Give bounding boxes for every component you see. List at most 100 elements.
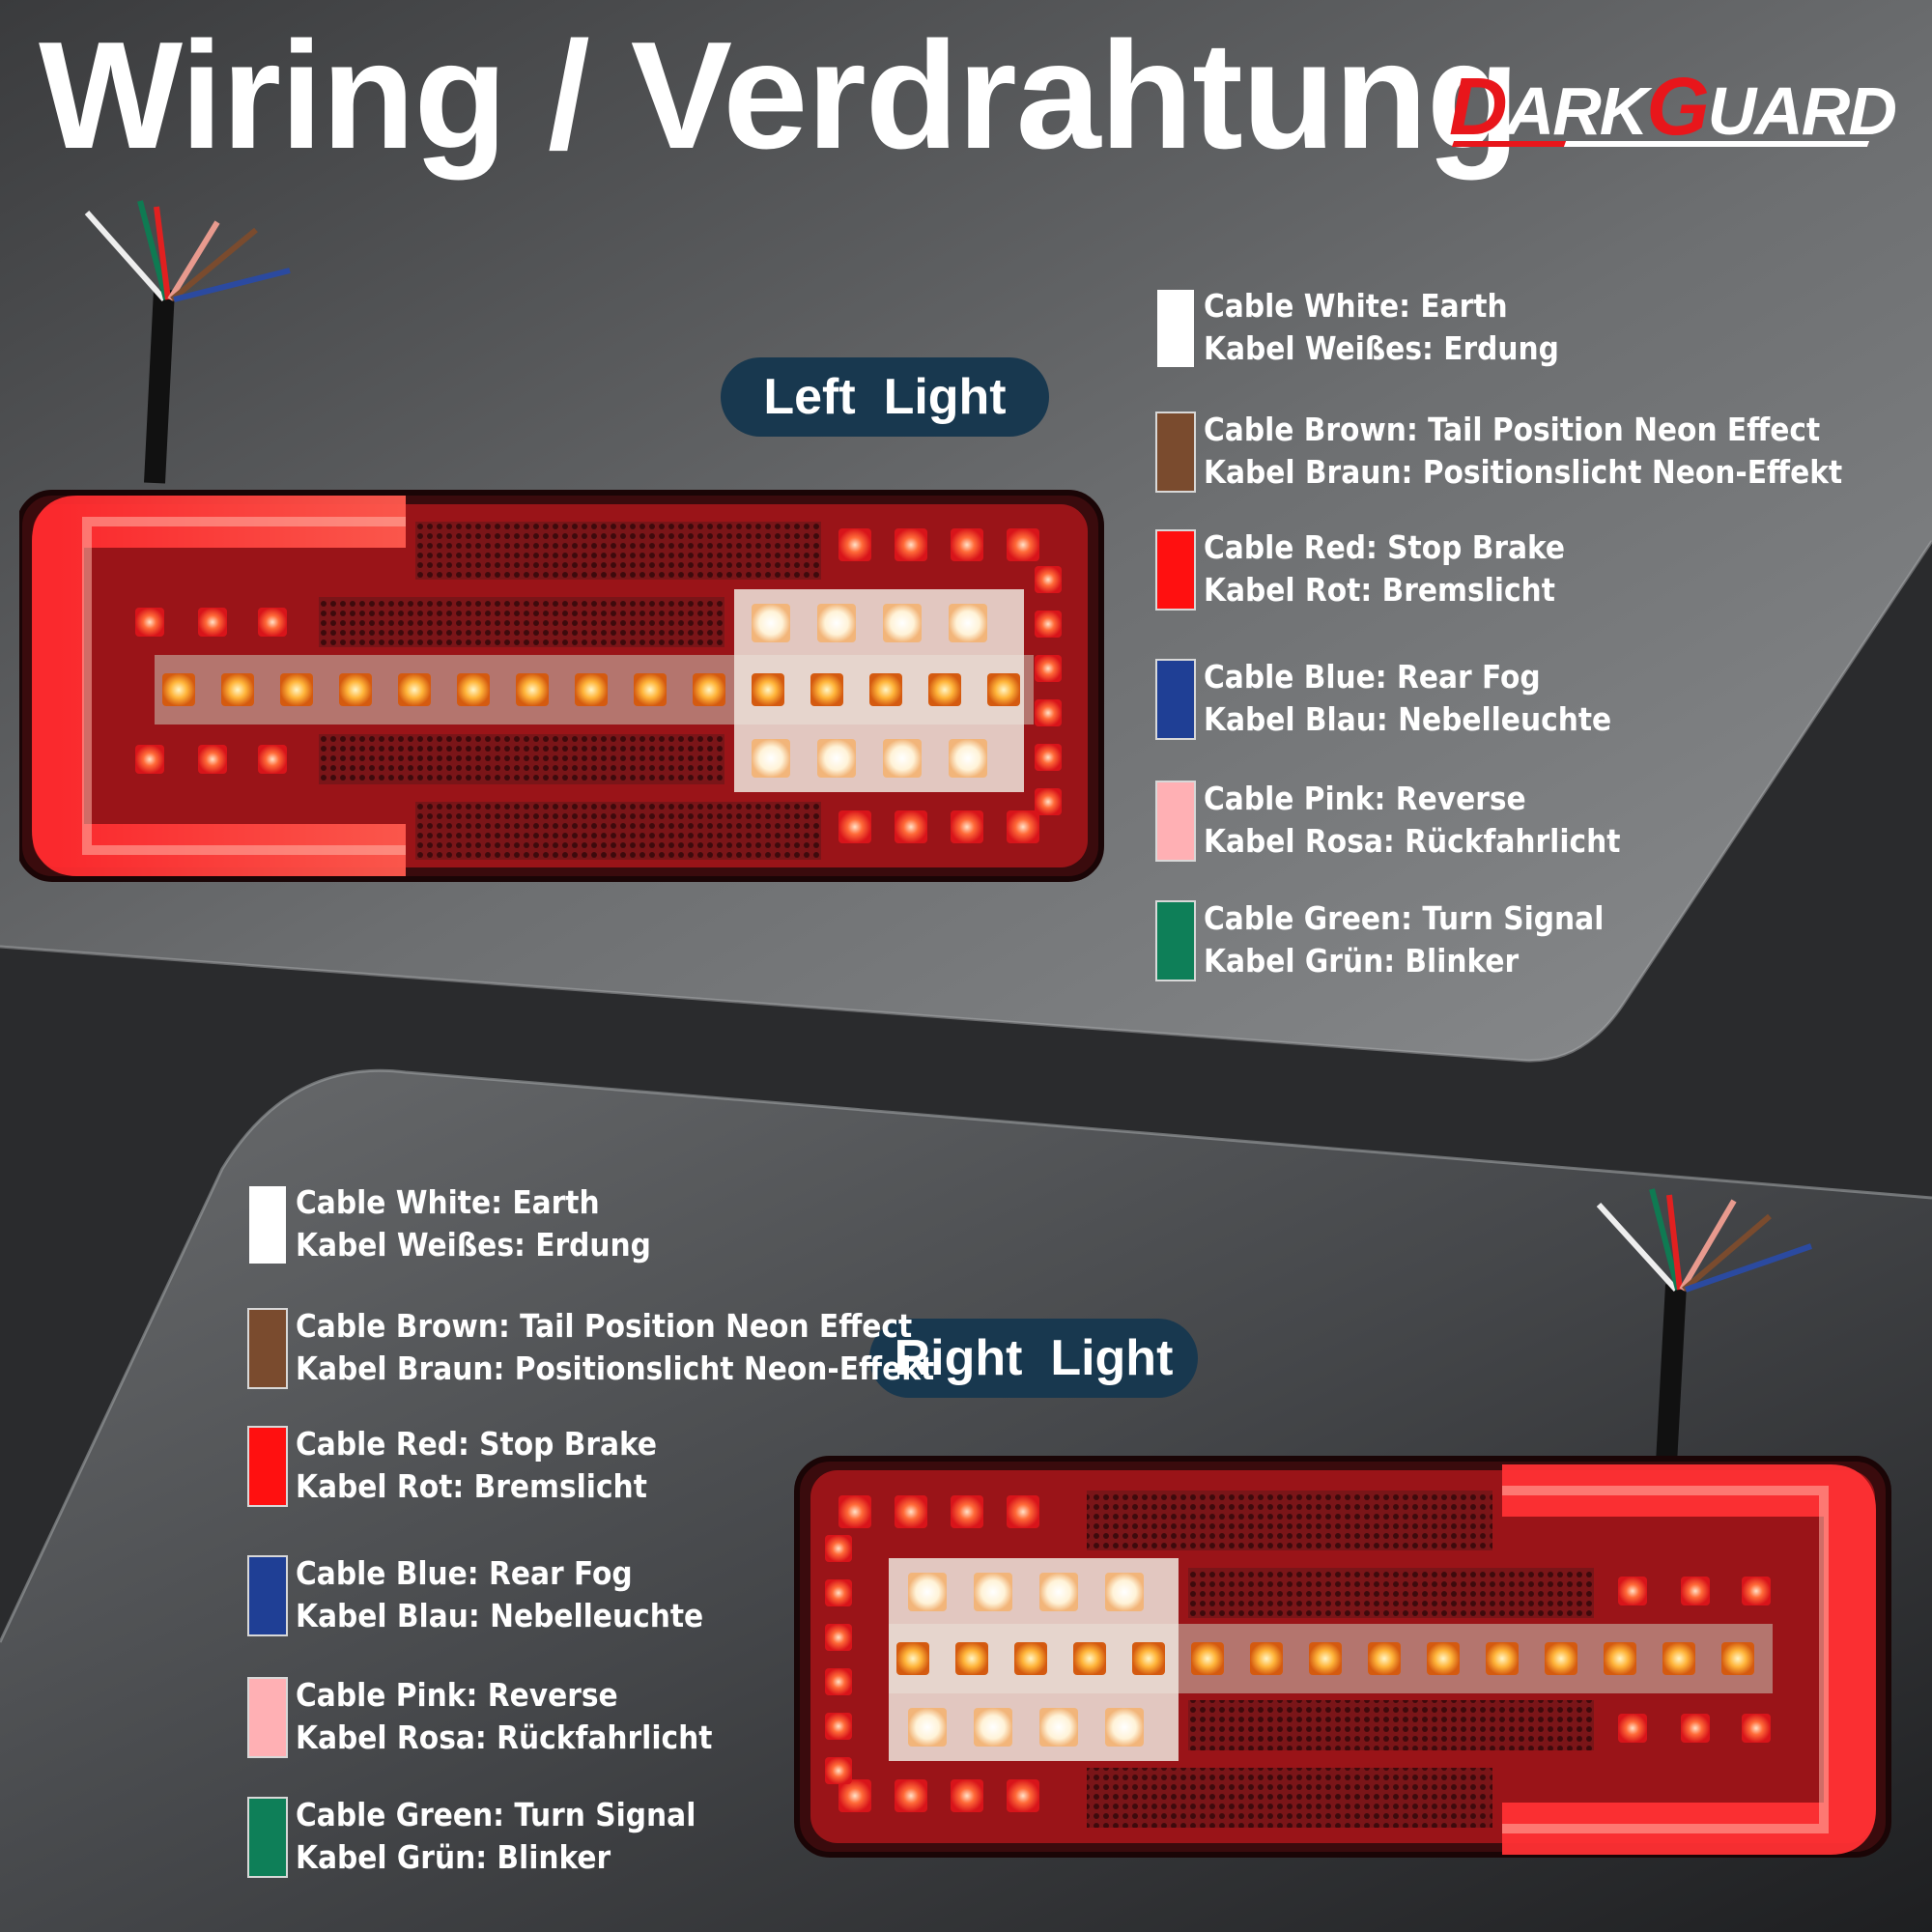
turn-signal-led <box>516 673 549 706</box>
brake-led <box>825 1624 852 1651</box>
brake-led <box>1035 566 1062 593</box>
brake-led <box>825 1579 852 1606</box>
reverse-led <box>974 1708 1012 1747</box>
turn-signal-led <box>634 673 667 706</box>
brand-part1: ARK <box>1505 73 1649 149</box>
turn-signal-led <box>398 673 431 706</box>
legend-line-english: Cable Green: Turn Signal <box>1204 899 1605 937</box>
brake-led <box>838 1779 871 1812</box>
brake-led <box>951 1495 983 1528</box>
tail-led <box>198 608 227 637</box>
brake-led <box>838 528 871 561</box>
wire-color-swatch <box>247 1308 288 1389</box>
brand-logo: DARKGUARD <box>1449 60 1897 156</box>
tail-led <box>1681 1577 1710 1605</box>
legend-line-english: Cable Blue: Rear Fog <box>1204 658 1541 696</box>
brake-led <box>1007 810 1039 843</box>
tail-led <box>198 745 227 774</box>
reverse-led <box>883 604 922 642</box>
reverse-led <box>949 604 987 642</box>
brake-led <box>895 810 927 843</box>
brake-led <box>1035 699 1062 726</box>
legend-line-german: Kabel Rot: Bremslicht <box>296 1467 647 1505</box>
tail-led <box>1618 1577 1647 1605</box>
turn-signal-led <box>1132 1642 1165 1675</box>
turn-signal-led <box>987 673 1020 706</box>
legend-line-german: Kabel Weißes: Erdung <box>1204 329 1559 367</box>
turn-signal-led <box>752 673 784 706</box>
legend-line-german: Kabel Blau: Nebelleuchte <box>296 1597 704 1634</box>
legend-line-english: Cable Brown: Tail Position Neon Effect <box>296 1307 913 1345</box>
turn-signal-led <box>1427 1642 1460 1675</box>
legend-line-german: Kabel Weißes: Erdung <box>296 1226 651 1264</box>
legend-line-english: Cable Pink: Reverse <box>296 1676 618 1714</box>
tail-led <box>135 608 164 637</box>
turn-signal-led <box>1486 1642 1519 1675</box>
wire-color-swatch <box>1155 900 1196 981</box>
legend-line-english: Cable Brown: Tail Position Neon Effect <box>1204 411 1821 448</box>
turn-signal-led <box>1368 1642 1401 1675</box>
legend-line-english: Cable Red: Stop Brake <box>1204 528 1566 566</box>
legend-line-english: Cable Blue: Rear Fog <box>296 1554 633 1592</box>
wire-color-swatch <box>1155 412 1196 493</box>
brake-led <box>1035 655 1062 682</box>
left-tail-light-image <box>19 200 1104 882</box>
brake-led <box>825 1757 852 1784</box>
brake-led <box>1035 788 1062 815</box>
wire-color-swatch <box>247 1426 288 1507</box>
brake-led <box>1007 528 1039 561</box>
turn-signal-led <box>339 673 372 706</box>
turn-signal-led <box>810 673 843 706</box>
wire-color-swatch <box>1157 290 1194 367</box>
brake-led <box>1007 1495 1039 1528</box>
wire-color-swatch <box>247 1797 288 1878</box>
reverse-led <box>883 739 922 778</box>
turn-signal-led <box>162 673 195 706</box>
brake-led <box>825 1535 852 1562</box>
brake-led <box>951 1779 983 1812</box>
right-tail-light-image <box>794 1188 1891 1858</box>
turn-signal-led <box>869 673 902 706</box>
reverse-led <box>1105 1573 1144 1611</box>
turn-signal-led <box>1662 1642 1695 1675</box>
right-light-label: Right Light <box>869 1319 1198 1398</box>
brake-led <box>895 528 927 561</box>
legend-line-german: Kabel Rot: Bremslicht <box>1204 571 1555 609</box>
legend-line-english: Cable Pink: Reverse <box>1204 780 1526 817</box>
turn-signal-led <box>1309 1642 1342 1675</box>
tail-led <box>1681 1714 1710 1743</box>
reverse-led <box>908 1708 947 1747</box>
brake-led <box>895 1779 927 1812</box>
legend-line-german: Kabel Blau: Nebelleuchte <box>1204 700 1612 738</box>
legend-line-english: Cable White: Earth <box>1204 287 1508 325</box>
turn-signal-led <box>280 673 313 706</box>
turn-signal-led <box>1604 1642 1636 1675</box>
brake-led <box>838 810 871 843</box>
turn-signal-led <box>1073 1642 1106 1675</box>
reverse-led <box>908 1573 947 1611</box>
wire-color-swatch <box>1155 781 1196 862</box>
tail-led <box>1742 1577 1771 1605</box>
turn-signal-led <box>1014 1642 1047 1675</box>
legend-line-german: Kabel Grün: Blinker <box>296 1838 611 1876</box>
turn-signal-led <box>221 673 254 706</box>
brake-led <box>838 1495 871 1528</box>
brake-led <box>951 810 983 843</box>
logo-underline-white <box>1563 141 1870 147</box>
reverse-led <box>974 1573 1012 1611</box>
legend-line-english: Cable White: Earth <box>296 1183 600 1221</box>
reverse-led <box>949 739 987 778</box>
legend-line-german: Kabel Braun: Positionslicht Neon-Effekt <box>296 1350 935 1387</box>
tail-led <box>1742 1714 1771 1743</box>
turn-signal-led <box>693 673 725 706</box>
wire-color-swatch <box>247 1677 288 1758</box>
turn-signal-led <box>955 1642 988 1675</box>
brake-led <box>951 528 983 561</box>
legend-line-english: Cable Red: Stop Brake <box>296 1425 658 1463</box>
legend-line-german: Kabel Grün: Blinker <box>1204 942 1520 980</box>
reverse-led <box>1039 1573 1078 1611</box>
turn-signal-led <box>896 1642 929 1675</box>
tail-led <box>258 745 287 774</box>
turn-signal-led <box>1545 1642 1577 1675</box>
